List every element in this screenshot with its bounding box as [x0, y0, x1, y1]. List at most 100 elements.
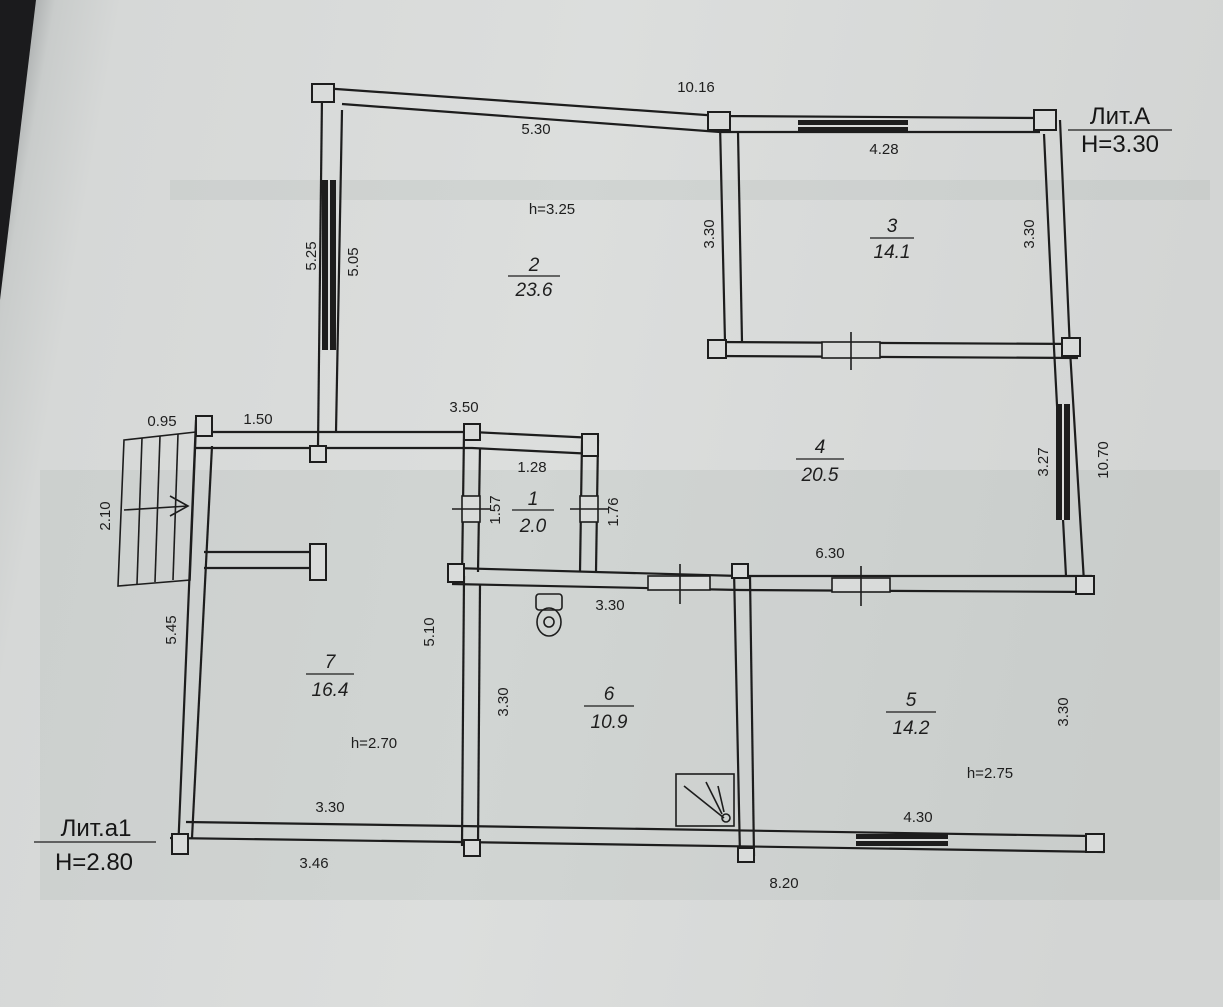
- porch-stairs: [117, 431, 197, 587]
- wall-end: [311, 83, 335, 103]
- wall-bottom-outer: [169, 836, 1105, 854]
- wall-end: [1085, 833, 1105, 853]
- dim-room7-right: 5.10: [421, 617, 438, 646]
- wall-2-7-a: [196, 430, 596, 440]
- wall-end: [731, 563, 749, 579]
- room-labels: 2 23.6 3 14.1 4 20.5 1 2.0 7 16.4 6 10.9…: [306, 216, 936, 739]
- lit-main-height: H=3.30: [1081, 131, 1159, 158]
- wall-end: [463, 839, 481, 857]
- dim-room7-bottom: 3.30: [315, 799, 344, 816]
- wall-room3-left-b: [736, 131, 744, 343]
- wall-end: [737, 847, 755, 863]
- dim-porch-depth: 2.10: [97, 501, 114, 530]
- litera-labels: Лит.А H=3.30 Лит.а1 H=2.80: [34, 103, 1172, 876]
- door-4-6: [647, 575, 711, 591]
- dim-annex-left: 5.45: [163, 615, 180, 644]
- wall-end: [1061, 337, 1081, 357]
- dim-left-outer: 5.25: [303, 241, 320, 270]
- wall-3-4-a: [711, 340, 1079, 346]
- shower-drain: [721, 813, 731, 823]
- dim-room3-right: 3.30: [1021, 219, 1038, 248]
- lit-annex-label: Лит.а1: [61, 815, 132, 842]
- stair-arrow: [123, 505, 189, 511]
- wall-end: [1075, 575, 1095, 595]
- wall-bottom-inner: [185, 820, 1091, 838]
- room-3-number: 3: [887, 216, 898, 237]
- dim-right-total: 10.70: [1095, 441, 1112, 479]
- wall-end: [707, 339, 727, 359]
- room-4-area: 20.5: [801, 465, 839, 486]
- wall-6-5-a: [732, 569, 742, 857]
- fixtures: [535, 593, 735, 827]
- shower-line: [683, 785, 725, 819]
- dim-room1-left: 1.57: [487, 495, 504, 524]
- toilet-tank: [535, 593, 563, 611]
- room-7-area: 16.4: [312, 680, 349, 701]
- shower-tray: [675, 773, 735, 827]
- wall-left-room2-outer: [316, 95, 324, 447]
- wall-end: [1033, 109, 1057, 131]
- dim-room3-left: 3.30: [701, 219, 718, 248]
- room-1-area: 2.0: [519, 516, 547, 537]
- room-2-number: 2: [528, 255, 540, 276]
- wall-room3-left-a: [718, 123, 727, 343]
- stair-arrowhead: [169, 495, 190, 517]
- room-2-area: 23.6: [515, 280, 553, 301]
- wall-2-7-b: [196, 446, 596, 456]
- dim-room2-left: 5.05: [345, 247, 362, 276]
- ceiling-heights: h=3.25 h=2.70 h=2.75: [351, 201, 1013, 782]
- windows: [322, 120, 1070, 846]
- wall-end: [581, 433, 599, 457]
- dim-porch-width: 0.95: [147, 413, 176, 430]
- dim-annex-top: 1.50: [243, 411, 272, 428]
- wall-4-56-a: [451, 566, 1092, 578]
- room-7-number: 7: [325, 652, 337, 673]
- room-6-number: 6: [604, 684, 615, 705]
- dim-bottom-total: 8.20: [769, 875, 798, 892]
- wall-end: [447, 563, 465, 583]
- wall-end: [171, 833, 189, 855]
- dim-top-total: 10.16: [677, 79, 715, 96]
- room-5-number: 5: [906, 690, 917, 711]
- wall-annex-left-b: [190, 445, 214, 839]
- walls: [169, 83, 1105, 863]
- dim-room6-top: 3.30: [595, 597, 624, 614]
- toilet-seat: [543, 616, 555, 628]
- stair-step: [136, 437, 143, 585]
- lit-annex-height: H=2.80: [55, 849, 133, 876]
- wall-7-6-b: [476, 583, 482, 847]
- dim-room4-bottom: 6.30: [815, 545, 844, 562]
- room-6-area: 10.9: [591, 712, 628, 733]
- lit-main-label: Лит.А: [1090, 103, 1150, 130]
- stairs-outline: [117, 431, 197, 587]
- dim-room2-bottom: 3.50: [449, 399, 478, 416]
- shower-line: [717, 785, 725, 813]
- dim-room1-right: 1.76: [605, 497, 622, 526]
- wall-end: [195, 415, 213, 437]
- dim-room4-right: 3.27: [1035, 447, 1052, 476]
- shower-line: [705, 781, 723, 815]
- background-table-ghost: [170, 180, 1210, 200]
- room-1-number: 1: [528, 489, 539, 510]
- wall-3-4-b: [711, 354, 1079, 360]
- dim-room1-top: 1.28: [517, 459, 546, 476]
- wall-end: [463, 423, 481, 441]
- wall-left-room2-inner: [334, 109, 344, 433]
- toilet-bowl: [536, 607, 562, 637]
- wall-end: [309, 445, 327, 463]
- dimensions: 10.16 5.30 4.28 3.30 3.30 5.25 5.05 0.95…: [97, 79, 1112, 892]
- wall-end: [309, 543, 327, 581]
- dim-room6-left: 3.30: [495, 687, 512, 716]
- doors: [452, 332, 891, 606]
- dim-room5-bottom: 4.30: [903, 809, 932, 826]
- ceiling-height-room7: h=2.70: [351, 735, 397, 752]
- wall-7-6-a: [460, 575, 466, 847]
- stair-step: [154, 435, 161, 583]
- dim-annex-bottom: 3.46: [299, 855, 328, 872]
- dim-room2-top: 5.30: [521, 121, 550, 138]
- room-5-area: 14.2: [893, 718, 930, 739]
- wall-6-5-b: [748, 575, 756, 857]
- ceiling-height-room5: h=2.75: [967, 765, 1013, 782]
- wall-end: [707, 111, 731, 131]
- ceiling-height-room2: h=3.25: [529, 201, 575, 218]
